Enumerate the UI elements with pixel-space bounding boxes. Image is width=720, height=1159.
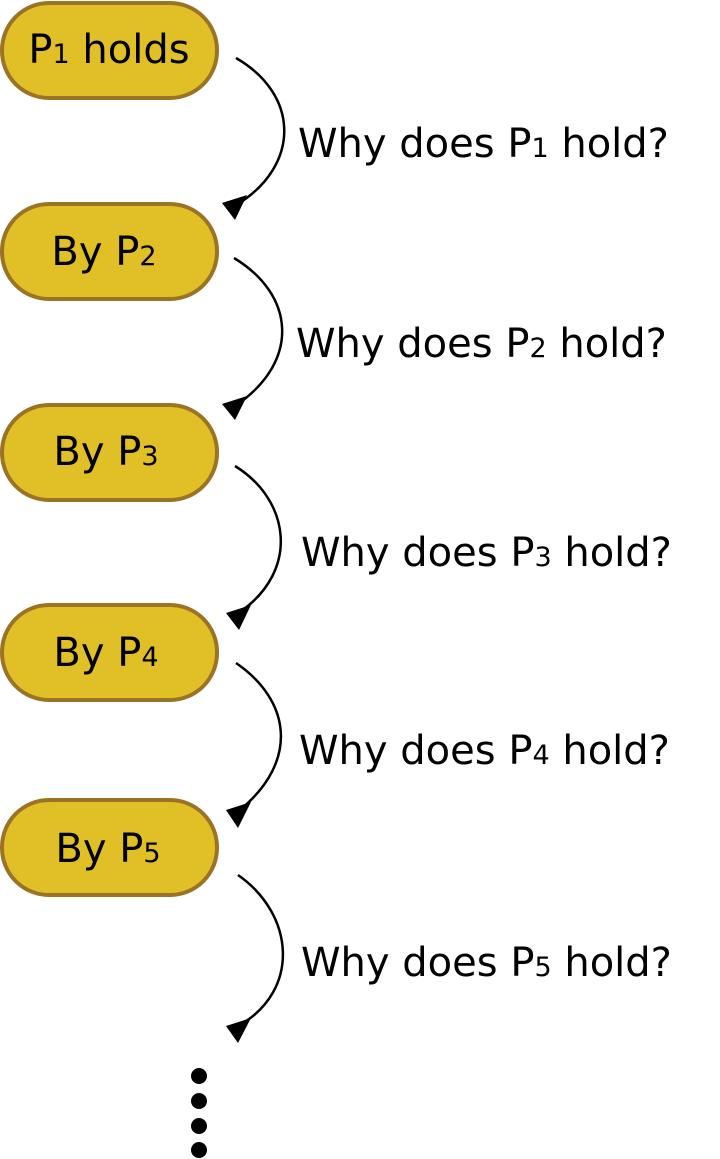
node-3-label: By P3 bbox=[53, 429, 158, 475]
ellipsis-dot-1 bbox=[191, 1068, 207, 1084]
arrow-4-head bbox=[226, 802, 251, 828]
node-by-p2: By P2 bbox=[0, 202, 219, 301]
arrow-2-head bbox=[222, 396, 247, 420]
node-5-label: By P5 bbox=[55, 826, 160, 872]
question-2-label: Why does P2 hold? bbox=[296, 321, 667, 367]
arrow-3-curve bbox=[234, 464, 283, 614]
question-3-label: Why does P3 hold? bbox=[301, 530, 672, 576]
arrow-1-curve bbox=[235, 56, 286, 206]
node-by-p4: By P4 bbox=[0, 603, 219, 702]
arrow-5-curve bbox=[237, 873, 285, 1027]
node-3-pill bbox=[0, 403, 219, 502]
node-p1-holds: P1 holds bbox=[0, 1, 219, 100]
node-4-label: By P4 bbox=[53, 630, 158, 676]
node-4-pill bbox=[0, 603, 219, 702]
arrow-2-curve bbox=[233, 256, 284, 406]
node-by-p5: By P5 bbox=[0, 798, 219, 897]
arrow-4-curve bbox=[235, 661, 283, 811]
arrow-1-head bbox=[222, 195, 247, 220]
node-2-label: By P2 bbox=[51, 229, 156, 275]
ellipsis-dot-3 bbox=[191, 1118, 207, 1134]
node-1-label: P1 holds bbox=[28, 27, 189, 73]
arrow-5-head bbox=[226, 1018, 251, 1043]
node-2-pill bbox=[0, 202, 219, 301]
question-1-label: Why does P1 hold? bbox=[298, 121, 669, 167]
ellipsis-dot-2 bbox=[191, 1093, 207, 1109]
ellipsis-dots bbox=[191, 1068, 207, 1158]
arrow-3-head bbox=[226, 605, 251, 630]
node-1-pill bbox=[0, 1, 219, 100]
ellipsis-dot-4 bbox=[191, 1142, 207, 1158]
node-by-p3: By P3 bbox=[0, 403, 219, 502]
question-5-label: Why does P5 hold? bbox=[301, 940, 672, 986]
question-4-label: Why does P4 hold? bbox=[299, 728, 670, 774]
node-5-pill bbox=[0, 798, 219, 897]
